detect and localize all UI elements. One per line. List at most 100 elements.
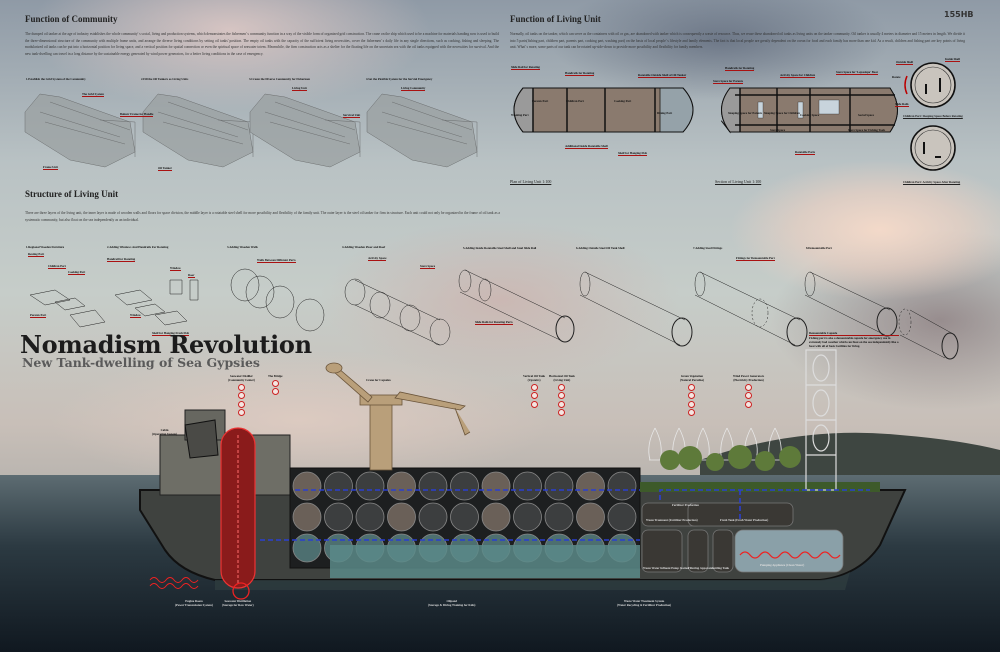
function-icon: [558, 400, 566, 408]
oil-tank: [418, 502, 448, 532]
community-ship-drawings: [24, 93, 478, 168]
function-icon: [237, 409, 245, 416]
oil-tank: [607, 502, 637, 532]
plan-label-dining: Dining Part: [657, 111, 673, 115]
label-subtitle: (Living Unit): [553, 378, 571, 382]
oil-tank: [450, 502, 479, 532]
label-survival-unit: Survival Unit: [343, 113, 361, 118]
label-subtitle: (Storage & Diving Training for Kids): [428, 603, 476, 607]
structure-label: Activity Space: [368, 256, 387, 261]
circle-caption-before: Children Part: Sleeping Space Before Rot…: [903, 114, 963, 118]
structure-label: Cooking Part: [68, 270, 86, 275]
label-engine-room: Engine Room(Power Transmission System): [175, 599, 213, 607]
section-label-rotatable-parts: Rotatable Parts: [795, 150, 816, 155]
function-icon: [237, 383, 245, 391]
function-icon: [271, 388, 279, 395]
lower-compartments: [641, 502, 844, 573]
label-living-community: Living Community: [401, 86, 426, 91]
crane: [325, 362, 471, 471]
label-green-vegetation: Green Vegetation(Natural Paradise): [680, 374, 704, 418]
oil-tank: [576, 471, 605, 501]
label-title: Cabin: [160, 428, 169, 432]
entry-code: 155HB: [944, 10, 974, 19]
plan-label-inside-shell: Additional Inside Rotatable Shell: [565, 144, 608, 149]
wind-turbine: [648, 427, 662, 461]
label-title: Waste Water Treatment System: [623, 599, 665, 603]
structure-step: 7.Adding Steel Fittings: [693, 246, 723, 250]
oil-tank: [418, 471, 448, 501]
function-icon: [530, 383, 538, 391]
oil-tank: [513, 471, 542, 501]
room-fresh-tank: Fresh Tank (Fresh Water Production): [720, 518, 769, 522]
plan-caption: Plan of Living Unit 1:100: [510, 179, 552, 184]
oil-tank: [324, 471, 353, 501]
room-waste-treatment: Waste Treatment (Fertilizer Production): [646, 518, 698, 522]
oil-tank: [544, 471, 574, 501]
distillation-ring: [232, 582, 250, 600]
oil-tank: [324, 502, 353, 532]
oil-tank: [292, 533, 322, 563]
room-pumping: Pumping Appliance (Clean Water): [760, 563, 805, 567]
label-title: Horizontal Oil Tank: [549, 374, 575, 378]
oil-tank: [292, 502, 322, 532]
function-icon: [688, 400, 696, 408]
community-step: 3.Create the Diverse Community for Fishe…: [249, 77, 311, 81]
structure-label: Window: [130, 313, 141, 318]
label-title: Seawater Distiller: [230, 374, 253, 378]
label-title: Engine Room: [185, 599, 203, 603]
plan-label-slide-rail: Slide Rail for Rotating: [511, 65, 540, 70]
function-icon: [271, 379, 279, 387]
label-seawater-distiller: Seawater Distiller(Community Center): [228, 374, 255, 418]
label-title: Seawater Distillation: [224, 599, 252, 603]
community-step: 1.Establish the Grid System of the Commu…: [26, 77, 86, 81]
section-label-handrails: Handrails for Rotating: [725, 66, 755, 71]
wave-signal: [739, 551, 841, 559]
structure-step: 5.Adding Inside Rotatable Steel Shell an…: [463, 246, 537, 250]
structure-label: Shelf for Hanging Fresh Fish: [152, 331, 190, 336]
community-paragraph: The dumped oil tanker at the age of indu…: [25, 32, 499, 56]
section-label-store-boat: Store Space for 'Lepaslepa' Boat: [836, 70, 878, 75]
oil-tank: [387, 502, 416, 532]
plan-label-handrails: Handrails for Rotating: [565, 71, 595, 76]
label-title: Green Vegetation: [680, 374, 704, 378]
section-label-activity-children: Activity Space for Children: [780, 73, 816, 78]
plan-label-parents: Parents Part: [532, 99, 549, 103]
function-icon: [745, 392, 753, 399]
label-oilpond: Oilpond(Storage & Diving Training for Ki…: [428, 599, 475, 607]
oil-tank: [607, 471, 637, 501]
green-deck: [640, 482, 880, 492]
poster-title: Nomadism Revolution: [20, 330, 312, 359]
oil-tank: [544, 502, 574, 532]
section-label-store-parents: Store Space for Parents: [713, 79, 744, 84]
structure-label: Door: [188, 273, 195, 278]
ship-section-drawing: [0, 349, 1000, 652]
function-icon: [237, 392, 245, 399]
engine-waves: [149, 577, 199, 589]
section-label-sleeping-children: Sleeping Space for Children: [764, 111, 800, 115]
section-caption: Section of Living Unit 1:100: [715, 179, 762, 184]
water-pool: [330, 545, 640, 578]
structure-paragraph: There are three layers of the living uni…: [25, 211, 500, 222]
function-icon: [558, 409, 566, 416]
function-icon: [558, 383, 566, 391]
section-label-store: Store Space: [770, 128, 786, 132]
circle-label-outside-shell: Outside Shell: [896, 60, 914, 65]
label-title: Crane for Capsules: [366, 378, 391, 382]
rotation-circle-drawings: [904, 62, 956, 171]
structure-label: Resting Part: [28, 252, 45, 257]
structure-label: Fittings for Demountable Part: [736, 256, 775, 261]
label-title: Vertical Oil Tank: [523, 374, 546, 378]
function-icon: [745, 400, 753, 408]
plan-and-section-drawings: [513, 87, 898, 134]
structure-step: 1.Regional Wooden Furniture: [26, 245, 65, 249]
circle-label-slide-rails: Slide Rails: [895, 102, 909, 107]
label-title: Oilpond: [446, 599, 457, 603]
label-subtitle: (Storage for Raw Water): [222, 603, 254, 607]
label-subtitle: (Power Transmission System): [175, 603, 213, 607]
label-living-unit: Living Unit: [292, 86, 307, 91]
trees: [660, 445, 801, 471]
poster-subtitle: New Tank-dwelling of Sea Gypsies: [22, 355, 260, 370]
label-title: Wind Power Generators: [733, 374, 765, 378]
function-icon: [558, 392, 566, 399]
